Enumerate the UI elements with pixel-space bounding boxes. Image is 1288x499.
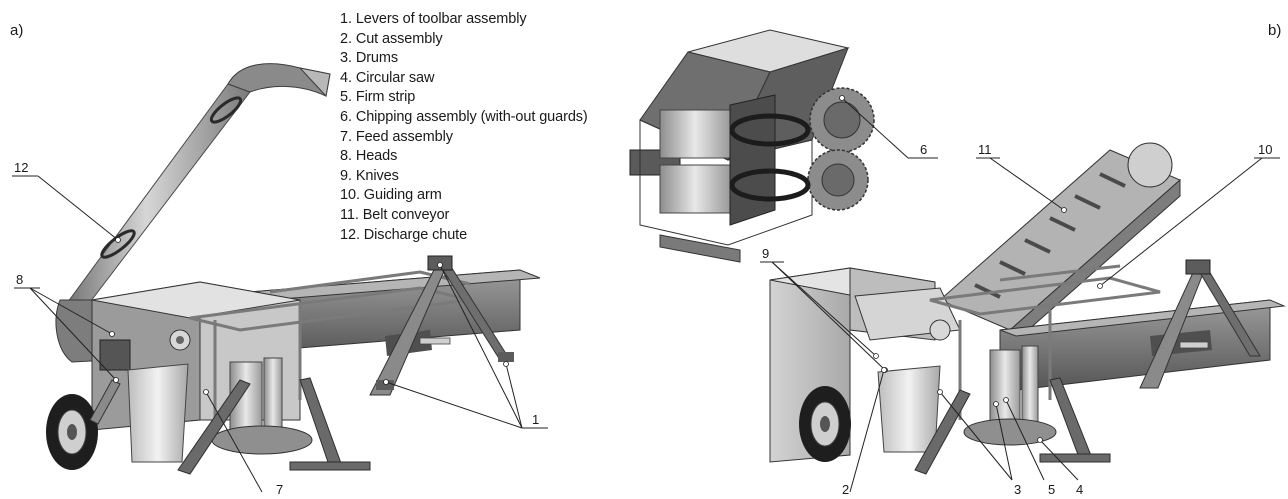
chipping-assembly (629, 29, 875, 263)
legend-item: 8. Heads (340, 148, 398, 165)
leader-lines (12, 97, 1280, 493)
legend-item: 6. Chipping assembly (with-out guards) (340, 108, 588, 125)
callout-6: 6 (920, 142, 927, 157)
circular-saw-b (963, 418, 1057, 446)
legend-item: 11. Belt conveyor (340, 206, 450, 223)
legend-item: 3. Drums (340, 50, 399, 67)
wheel-b (799, 386, 851, 462)
legend-item: 7. Feed assembly (340, 128, 453, 145)
feed-hopper-b (877, 365, 941, 453)
machine-a (46, 63, 541, 475)
machine-b (769, 142, 1286, 475)
toolbar-levers-b (1139, 259, 1261, 389)
leader-dots (109, 95, 1103, 443)
parts-legend: 1. Levers of toolbar assembly 2. Cut ass… (340, 10, 588, 245)
callout-11: 11 (978, 142, 992, 157)
callout-4: 4 (1076, 482, 1083, 497)
legend-item: 9. Knives (340, 167, 399, 184)
panel-label-b: b) (1268, 22, 1282, 39)
callout-1: 1 (532, 412, 539, 427)
callout-7: 7 (276, 482, 283, 497)
panel-label-a: a) (10, 22, 24, 39)
legend-item: 5. Firm strip (340, 89, 416, 106)
legend-item: 1. Levers of toolbar assembly (340, 11, 527, 27)
callout-8: 8 (16, 272, 23, 287)
support-legs-b (914, 377, 1111, 475)
wheel (46, 379, 121, 470)
callout-2: 2 (842, 482, 849, 497)
callout-5: 5 (1048, 482, 1055, 497)
callout-10: 10 (1258, 142, 1272, 157)
legend-item: 10. Guiding arm (340, 187, 442, 204)
legend-item: 2. Cut assembly (340, 30, 443, 47)
toolbar-levers (369, 255, 514, 396)
feed-hopper (127, 363, 189, 463)
legend-item: 12. Discharge chute (340, 226, 468, 243)
callout-12: 12 (14, 160, 28, 175)
legend-item: 4. Circular saw (340, 69, 435, 86)
callout-3: 3 (1014, 482, 1021, 497)
support-legs (177, 377, 371, 475)
callout-9: 9 (762, 246, 769, 261)
callout-underlines (12, 157, 1276, 429)
